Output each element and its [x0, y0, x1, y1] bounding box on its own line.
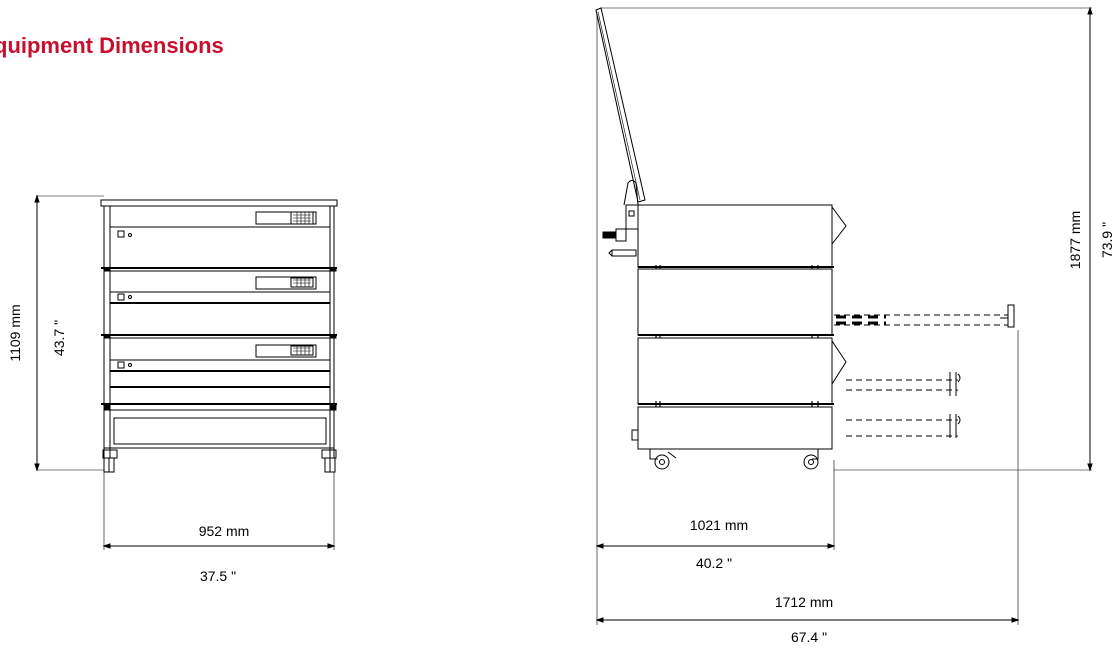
front-width-dimension: [102, 472, 336, 550]
page-title: quipment Dimensions: [0, 33, 224, 58]
front-height-dimension: [34, 194, 104, 472]
side-extended-dimension: [595, 330, 1020, 625]
front-width-in-label: 37.5 ": [200, 568, 236, 584]
front-view-cabinet: [100, 199, 338, 473]
side-depth-in-label: 40.2 ": [696, 555, 732, 571]
side-height-mm-label: 1877 mm: [1067, 211, 1083, 269]
side-depth-dimension: [595, 14, 836, 625]
front-height-in-label: 43.7 ": [51, 320, 67, 356]
front-width-mm-label: 952 mm: [199, 523, 250, 539]
side-height-in-label: 73.9 ": [1099, 222, 1115, 258]
side-extended-mm-label: 1712 mm: [775, 594, 833, 610]
side-height-dimension: [600, 6, 1093, 472]
side-extended-in-label: 67.4 ": [791, 629, 827, 645]
side-view-cabinet: [595, 7, 1015, 470]
side-depth-mm-label: 1021 mm: [690, 517, 748, 533]
front-height-mm-label: 1109 mm: [7, 304, 23, 361]
